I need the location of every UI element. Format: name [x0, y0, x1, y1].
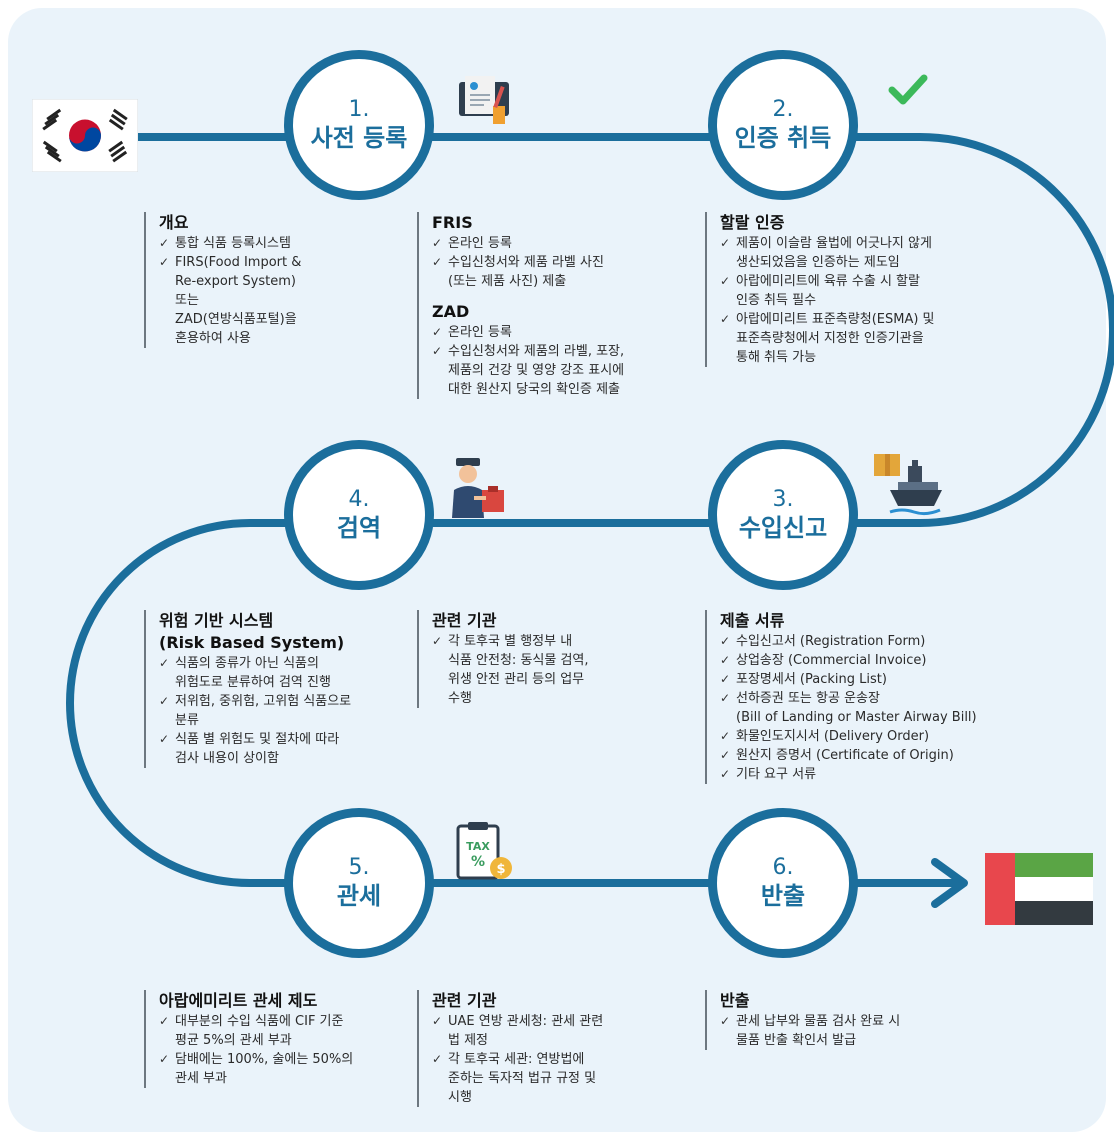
step-5-title: 관세: [336, 882, 382, 910]
list-item: 식품의 종류가 아닌 식품의 위험도로 분류하여 검역 진행: [159, 654, 409, 692]
list-item: 담배에는 100%, 술에는 50%의 관세 부과: [159, 1050, 409, 1088]
list-item: 관세 납부와 물품 검사 완료 시 물품 반출 확인서 발급: [720, 1012, 970, 1050]
list-item: 온라인 등록: [432, 323, 702, 342]
quarantine-inspector-icon: [452, 458, 504, 518]
uae-flag-icon: [985, 853, 1093, 925]
tariff-agency-list: UAE 연방 관세청: 관세 관련 법 제정 각 토후국 세관: 연방법에 준하…: [432, 1012, 662, 1107]
list-item: 아랍에미리트에 육류 수출 시 할랄 인증 취득 필수: [720, 272, 1010, 310]
list-item: 각 토후국 별 행정부 내 식품 안전청: 동식물 검역, 위생 안전 관리 등…: [432, 632, 662, 708]
list-item: 제품이 이슬람 율법에 어긋나지 않게 생산되었음을 인증하는 제도임: [720, 234, 1010, 272]
check-icon: [888, 74, 928, 105]
arrow-head-icon: [931, 858, 968, 908]
list-item: 식품 별 위험도 및 절차에 따라 검사 내용이 상이함: [159, 730, 409, 768]
svg-text:$: $: [496, 862, 505, 877]
step-1-circle: 1. 사전 등록: [284, 50, 434, 200]
fris-list: 온라인 등록 수입신청서와 제품 라벨 사진 (또는 제품 사진) 제출: [432, 234, 702, 291]
korea-flag-icon: [32, 99, 138, 172]
tariff-heading: 아랍에미리트 관세 제도: [159, 991, 318, 1010]
halal-list: 제품이 이슬람 율법에 어긋나지 않게 생산되었음을 인증하는 제도임 아랍에미…: [720, 234, 1010, 367]
list-item: UAE 연방 관세청: 관세 관련 법 제정: [432, 1012, 662, 1050]
documents-list: 수입신고서 (Registration Form) 상업송장 (Commerci…: [720, 632, 1040, 784]
step-4-circle: 4. 검역: [284, 440, 434, 590]
list-item: 통합 식품 등록시스템: [159, 234, 389, 253]
documents-heading: 제출 서류: [720, 611, 785, 630]
overview-heading: 개요: [159, 213, 189, 232]
step-6-circle: 6. 반출: [708, 808, 858, 958]
step-2-circle: 2. 인증 취득: [708, 50, 858, 200]
risk-heading: 위험 기반 시스템 (Risk Based System): [159, 611, 345, 652]
step-2-title: 인증 취득: [734, 124, 832, 152]
documents-block: 제출 서류 수입신고서 (Registration Form) 상업송장 (Co…: [705, 610, 1040, 784]
risk-system-block: 위험 기반 시스템 (Risk Based System) 식품의 종류가 아닌…: [144, 610, 409, 768]
release-list: 관세 납부와 물품 검사 완료 시 물품 반출 확인서 발급: [720, 1012, 970, 1050]
tariff-agency-block: 관련 기관 UAE 연방 관세청: 관세 관련 법 제정 각 토후국 세관: 연…: [417, 990, 662, 1107]
list-item: 수입신청서와 제품의 라벨, 포장, 제품의 건강 및 영양 강조 표시에 대한…: [432, 342, 702, 399]
tariff-list: 대부분의 수입 식품에 CIF 기준 평균 5%의 관세 부과 담배에는 100…: [159, 1012, 409, 1088]
list-item: 상업송장 (Commercial Invoice): [720, 651, 1040, 670]
list-item: 화물인도지시서 (Delivery Order): [720, 727, 1040, 746]
release-block: 반출 관세 납부와 물품 검사 완료 시 물품 반출 확인서 발급: [705, 990, 970, 1050]
step-1-number: 1.: [348, 97, 370, 122]
svg-text:%: %: [471, 854, 485, 870]
list-item: 수입신고서 (Registration Form): [720, 632, 1040, 651]
release-heading: 반출: [720, 991, 750, 1010]
list-item: 포장명세서 (Packing List): [720, 670, 1040, 689]
quarantine-agency-heading: 관련 기관: [432, 611, 497, 630]
step-6-number: 6.: [772, 855, 794, 880]
list-item: 대부분의 수입 식품에 CIF 기준 평균 5%의 관세 부과: [159, 1012, 409, 1050]
tax-document-icon: TAX % $: [456, 822, 512, 880]
step-2-number: 2.: [772, 97, 794, 122]
zad-list: 온라인 등록 수입신청서와 제품의 라벨, 포장, 제품의 건강 및 영양 강조…: [432, 323, 702, 399]
list-item: 선하증권 또는 항공 운송장 (Bill of Landing or Maste…: [720, 689, 1040, 727]
list-item: FIRS(Food Import & Re-export System) 또는 …: [159, 253, 389, 348]
halal-heading: 할랄 인증: [720, 213, 785, 232]
tariff-agency-heading: 관련 기관: [432, 991, 497, 1010]
step-1-title: 사전 등록: [310, 124, 408, 152]
list-item: 수입신청서와 제품 라벨 사진 (또는 제품 사진) 제출: [432, 253, 702, 291]
certification-block: 할랄 인증 제품이 이슬람 율법에 어긋나지 않게 생산되었음을 인증하는 제도…: [705, 212, 1010, 367]
cargo-ship-icon: [874, 454, 942, 516]
list-item: 온라인 등록: [432, 234, 702, 253]
step-6-title: 반출: [760, 882, 806, 910]
background-panel: [8, 8, 1106, 1132]
list-item: 아랍에미리트 표준측량청(ESMA) 및 표준측량청에서 지정한 인증기관을 통…: [720, 310, 1010, 367]
step-3-number: 3.: [772, 487, 794, 512]
step-3-title: 수입신고: [738, 514, 828, 542]
step-3-circle: 3. 수입신고: [708, 440, 858, 590]
list-item: 원산지 증명서 (Certificate of Origin): [720, 746, 1040, 765]
overview-list: 통합 식품 등록시스템 FIRS(Food Import & Re-export…: [159, 234, 389, 348]
overview-block: 개요 통합 식품 등록시스템 FIRS(Food Import & Re-exp…: [144, 212, 389, 348]
list-item: 각 토후국 세관: 연방법에 준하는 독자적 법규 규정 및 시행: [432, 1050, 662, 1107]
svg-text:TAX: TAX: [466, 840, 490, 853]
risk-list: 식품의 종류가 아닌 식품의 위험도로 분류하여 검역 진행 저위험, 중위험,…: [159, 654, 409, 768]
document-pen-icon: [459, 76, 509, 124]
step-4-title: 검역: [336, 514, 382, 542]
quarantine-agency-block: 관련 기관 각 토후국 별 행정부 내 식품 안전청: 동식물 검역, 위생 안…: [417, 610, 662, 708]
fris-heading: FRIS: [432, 213, 473, 232]
step-5-circle: 5. 관세: [284, 808, 434, 958]
step-4-number: 4.: [348, 487, 370, 512]
zad-heading: ZAD: [432, 302, 470, 321]
step-5-number: 5.: [348, 855, 370, 880]
list-item: 저위험, 중위험, 고위험 식품으로 분류: [159, 692, 409, 730]
quarantine-agency-list: 각 토후국 별 행정부 내 식품 안전청: 동식물 검역, 위생 안전 관리 등…: [432, 632, 662, 708]
list-item: 기타 요구 서류: [720, 765, 1040, 784]
tariff-block: 아랍에미리트 관세 제도 대부분의 수입 식품에 CIF 기준 평균 5%의 관…: [144, 990, 409, 1088]
pre-registration-block: FRIS 온라인 등록 수입신청서와 제품 라벨 사진 (또는 제품 사진) 제…: [417, 212, 702, 399]
